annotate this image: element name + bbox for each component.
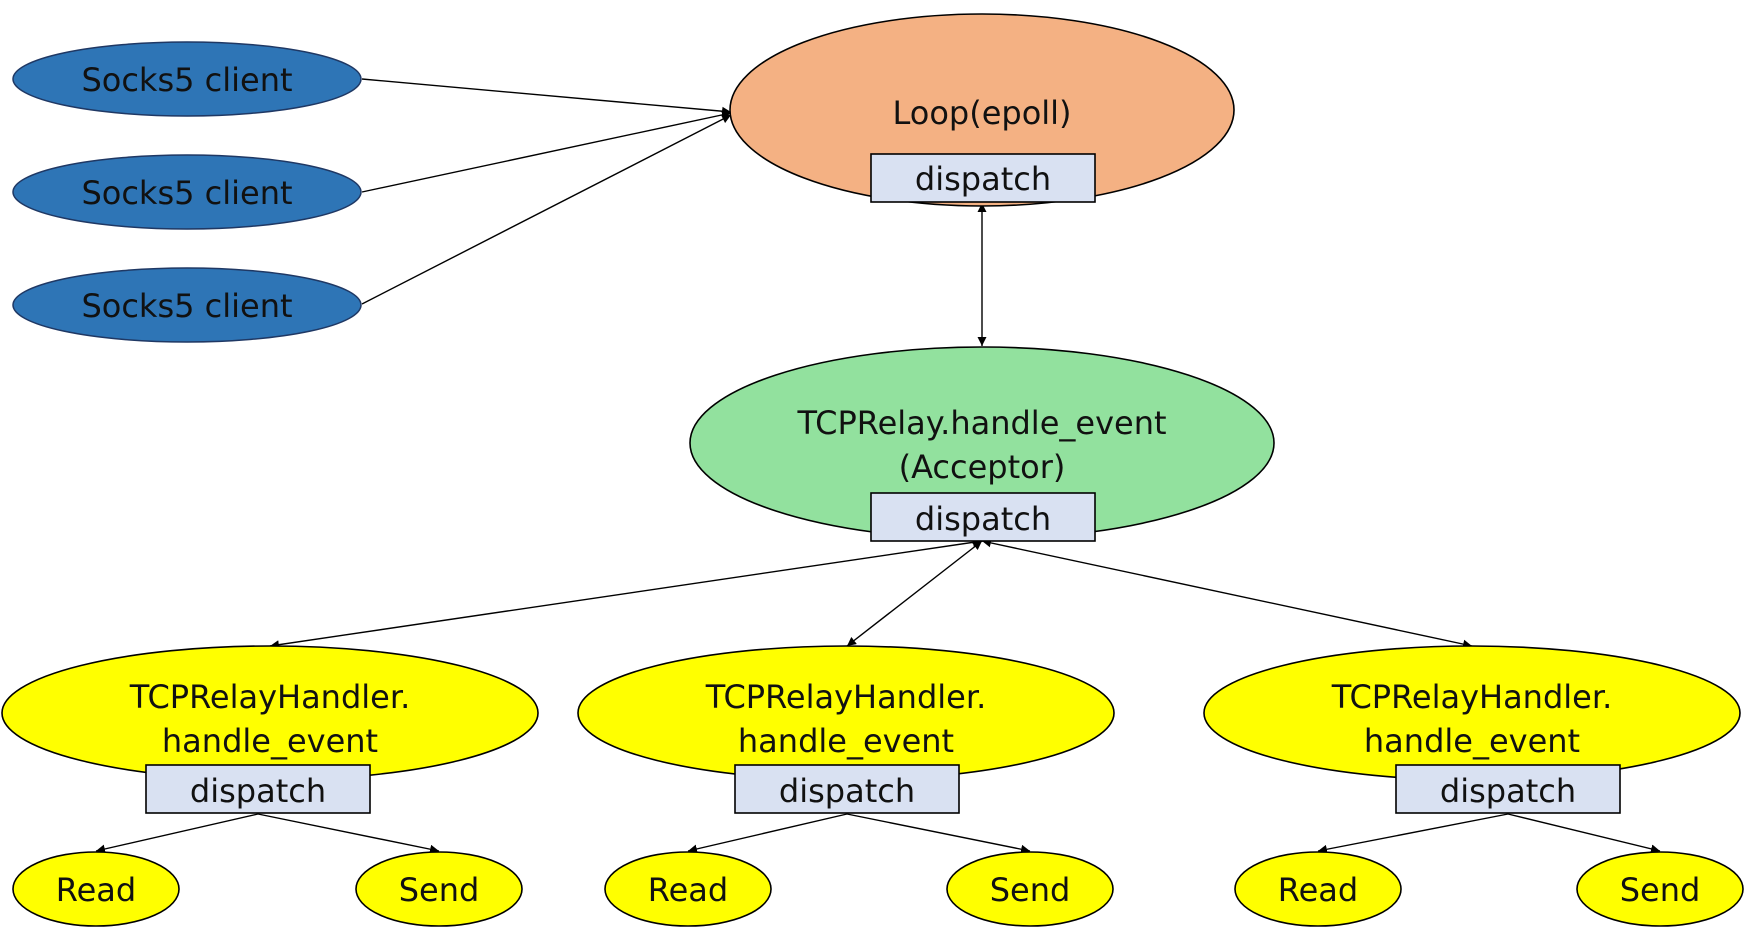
handler-dispatch-label: dispatch <box>1440 772 1576 810</box>
read-node: Read <box>604 851 772 927</box>
acceptor-dispatch-label: dispatch <box>915 500 1051 538</box>
handler-dispatch-box <box>1395 764 1621 814</box>
client-node: Socks5 client <box>12 154 362 230</box>
edge-client3-to-loop <box>361 114 732 305</box>
edges <box>95 78 1661 854</box>
loop-label: Loop(epoll) <box>892 94 1071 132</box>
read-label: Read <box>56 871 136 909</box>
send-label: Send <box>399 871 480 909</box>
handler-label-line1: TCPRelayHandler. <box>129 678 410 716</box>
handler-label-line1: TCPRelayHandler. <box>1331 678 1612 716</box>
client-label: Socks5 client <box>81 61 292 99</box>
acceptor-label-line1: TCPRelay.handle_event <box>796 404 1166 442</box>
read-node: Read <box>1234 851 1402 927</box>
client-label: Socks5 client <box>81 287 292 325</box>
edge-h3-send <box>1507 813 1661 854</box>
acceptor-node: TCPRelay.handle_event (Acceptor) dispatc… <box>689 346 1275 542</box>
edge-h1-read <box>95 813 259 854</box>
edge-acceptor-handler3 <box>981 538 1473 649</box>
handler-node: TCPRelayHandler. handle_event dispatch <box>577 645 1115 814</box>
acceptor-dispatch-box <box>870 492 1096 542</box>
loop-dispatch-label: dispatch <box>915 160 1051 198</box>
edge-acceptor-handler2 <box>846 540 983 647</box>
edge-h1-send <box>257 813 440 854</box>
send-node: Send <box>1576 851 1744 927</box>
edge-h2-send <box>846 813 1031 854</box>
read-label: Read <box>1278 871 1358 909</box>
send-node: Send <box>946 851 1114 927</box>
read-node: Read <box>12 851 180 927</box>
handler-node: TCPRelayHandler. handle_event dispatch <box>1 645 539 814</box>
edge-acceptor-handler1 <box>269 537 983 650</box>
handler-dispatch-box <box>734 764 960 814</box>
loop-node: Loop(epoll) dispatch <box>729 13 1235 207</box>
handler-dispatch-box <box>145 764 371 814</box>
acceptor-label-line2: (Acceptor) <box>899 448 1066 486</box>
edge-client2-to-loop <box>361 110 732 193</box>
client-node: Socks5 client <box>12 41 362 117</box>
loop-dispatch-box <box>870 153 1096 203</box>
send-label: Send <box>990 871 1071 909</box>
edge-h3-read <box>1317 813 1509 854</box>
handler-node: TCPRelayHandler. handle_event dispatch <box>1203 645 1741 814</box>
edge-h2-read <box>687 813 848 854</box>
handler-label-line1: TCPRelayHandler. <box>705 678 986 716</box>
handler-label-line2: handle_event <box>738 722 954 760</box>
send-node: Send <box>355 851 523 927</box>
read-label: Read <box>648 871 728 909</box>
send-label: Send <box>1620 871 1701 909</box>
handler-label-line2: handle_event <box>162 722 378 760</box>
client-label: Socks5 client <box>81 174 292 212</box>
client-node: Socks5 client <box>12 267 362 343</box>
handler-dispatch-label: dispatch <box>779 772 915 810</box>
edge-client1-to-loop <box>361 78 732 116</box>
handler-label-line2: handle_event <box>1364 722 1580 760</box>
handler-dispatch-label: dispatch <box>190 772 326 810</box>
